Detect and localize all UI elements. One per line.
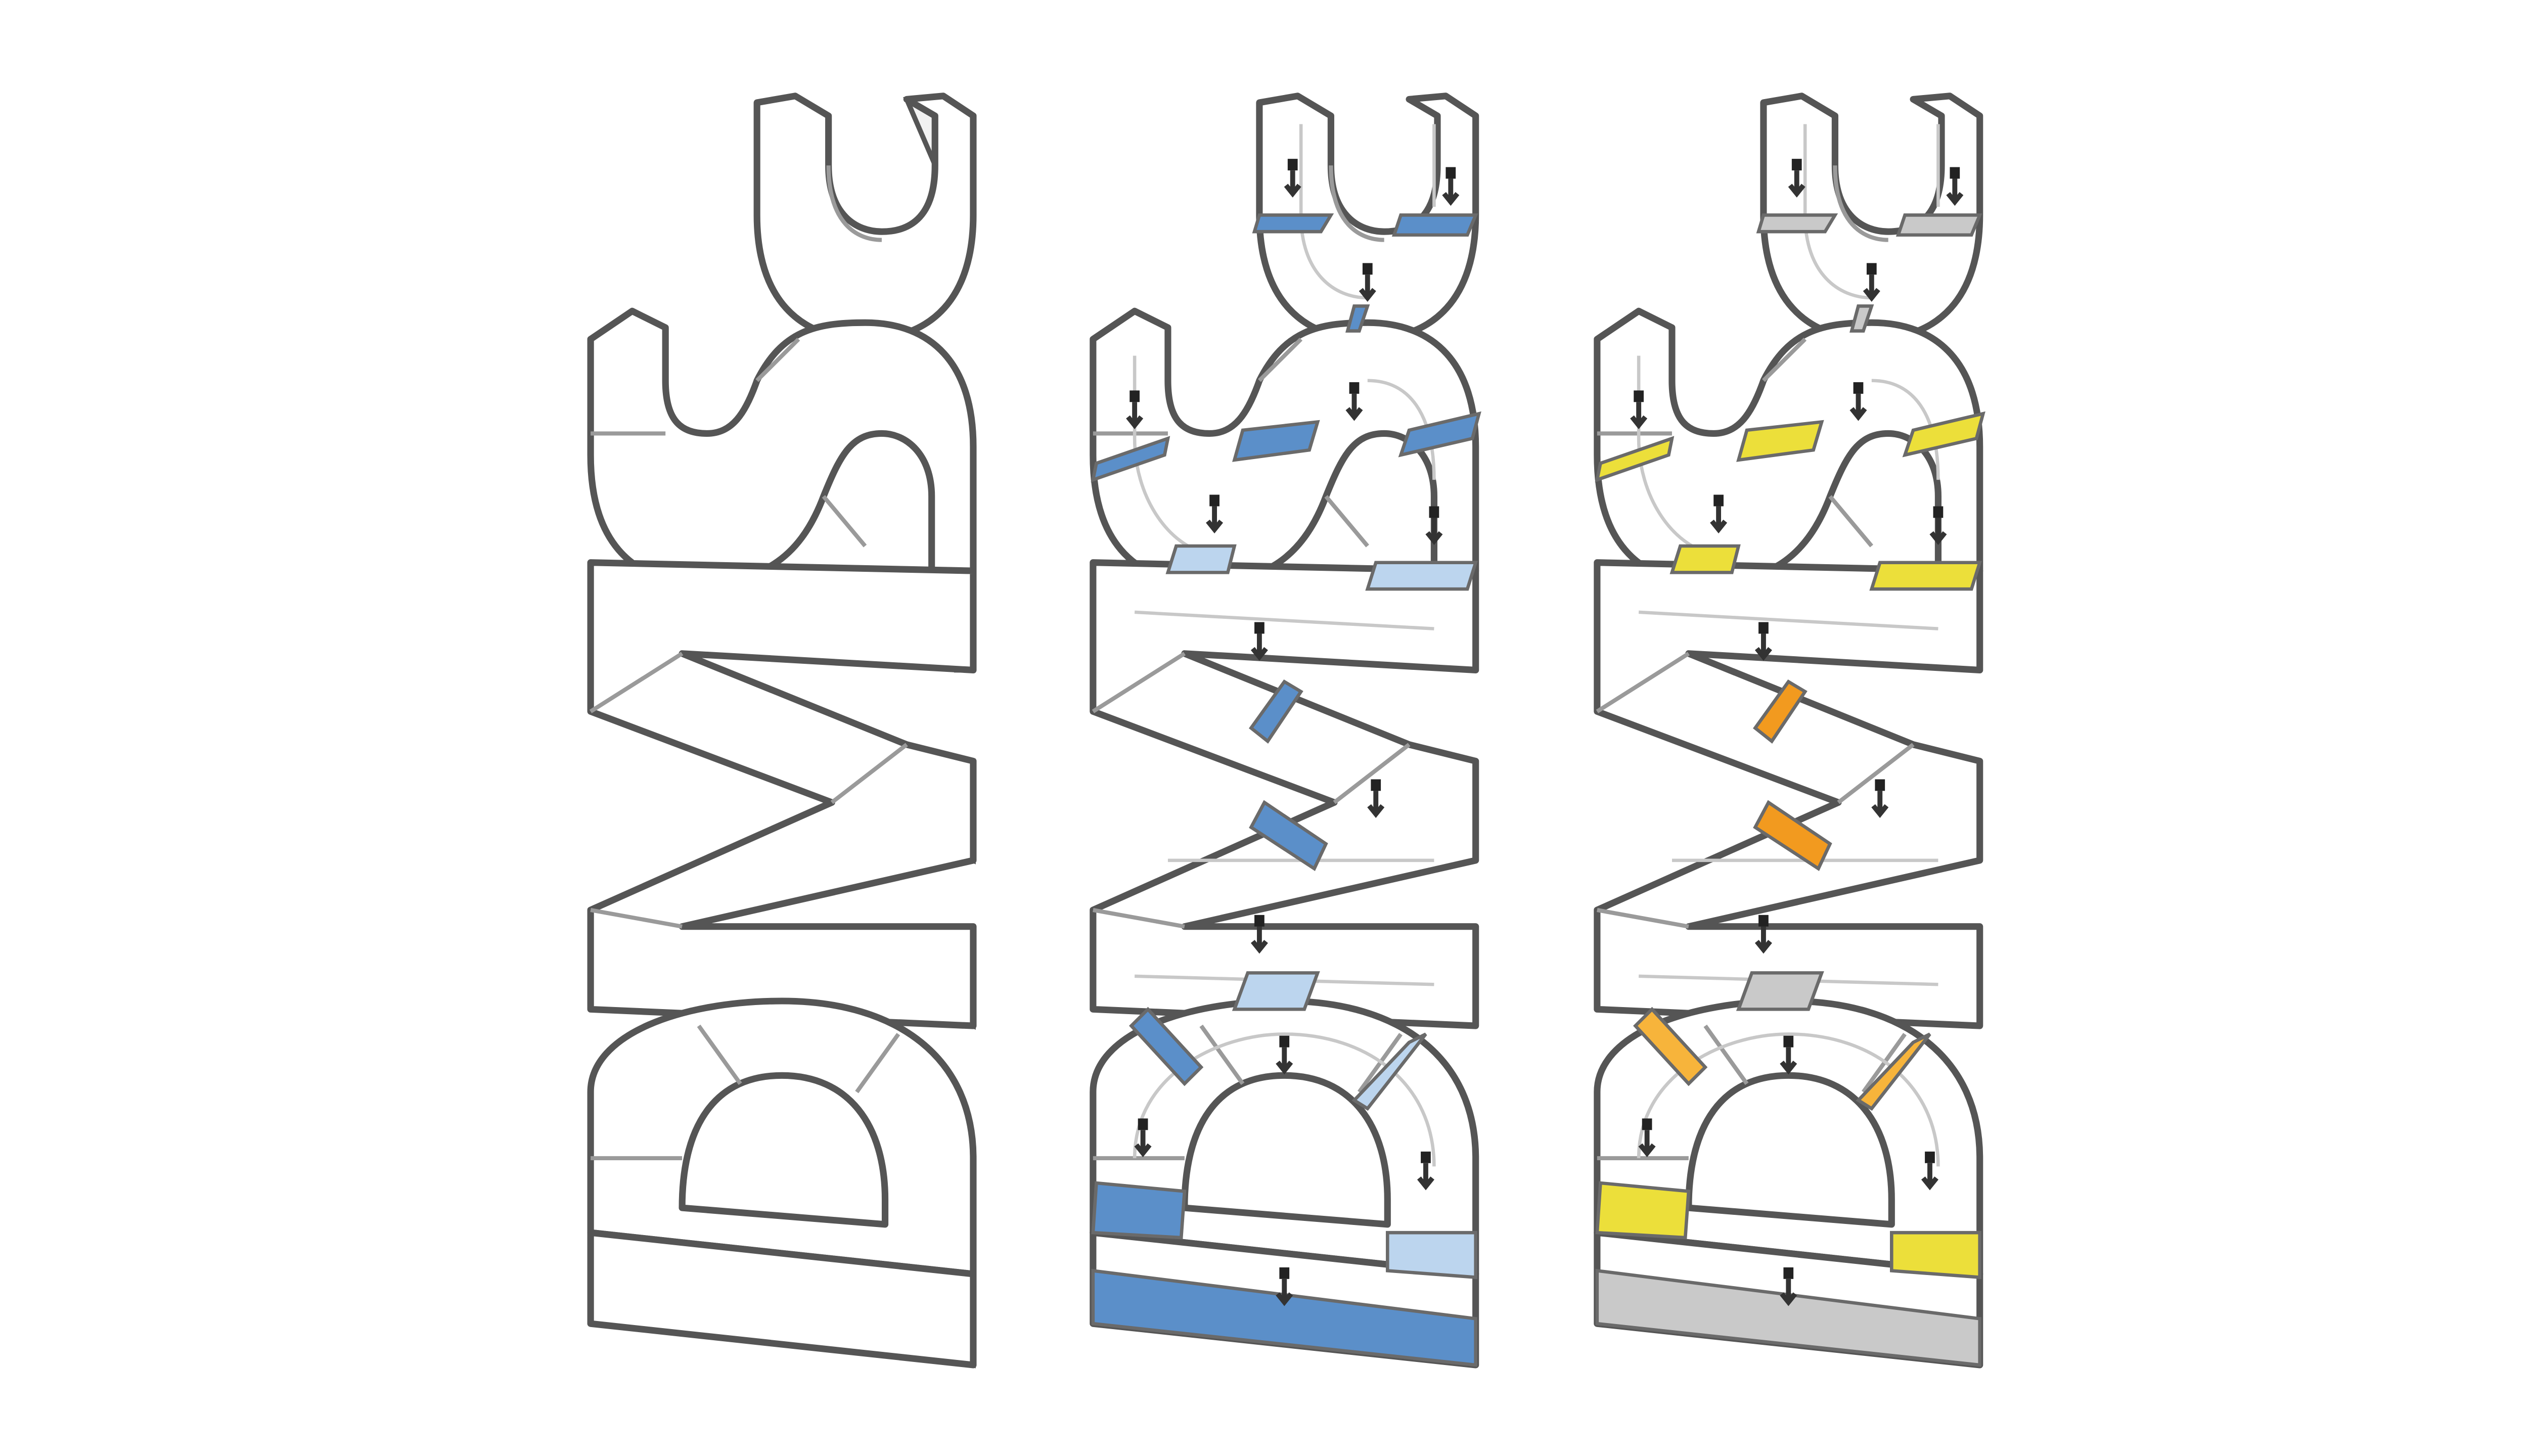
thermal-column <box>1595 96 1985 1367</box>
plain-column <box>591 96 973 1369</box>
blue-panels <box>1091 213 1481 1367</box>
thermal-panels <box>1595 213 1985 1367</box>
blue-column <box>1091 96 1481 1367</box>
